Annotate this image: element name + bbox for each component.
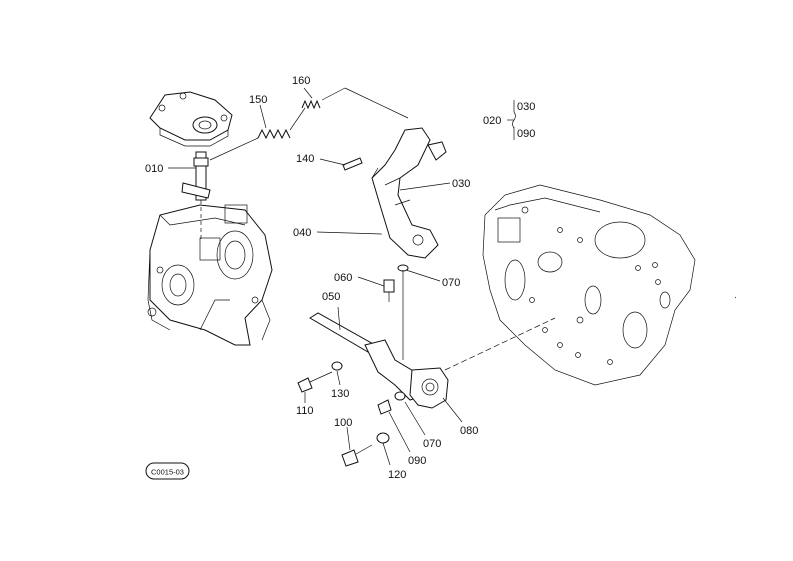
callout-110: 110 [296, 405, 314, 417]
spring-150 [209, 107, 306, 161]
governor-cover-plate [149, 91, 233, 147]
callout-090: 090 [408, 455, 426, 467]
callout-070-upper: 070 [442, 277, 460, 289]
washer-120 [376, 432, 390, 444]
callout-070-lower: 070 [423, 438, 441, 450]
lever-assembly-030-040 [371, 127, 447, 259]
callout-140: 140 [296, 153, 314, 165]
group-key-child-1: 030 [517, 101, 535, 113]
callout-080: 080 [460, 425, 478, 437]
group-key-parent: 020 [483, 115, 501, 127]
lower-lever-and-bracket-080 [364, 339, 449, 409]
bolt-100 [341, 444, 373, 467]
washer-070-lower [394, 391, 406, 401]
callout-160: 160 [292, 75, 310, 87]
callout-060: 060 [334, 272, 352, 284]
callout-010: 010 [145, 163, 163, 175]
callout-100: 100 [334, 417, 352, 429]
governor-shaft-010 [181, 151, 211, 240]
figure-code-badge [145, 462, 190, 480]
group-key-child-2: 090 [517, 128, 535, 140]
leader-lines [168, 87, 463, 466]
bolt-060 [383, 279, 395, 302]
bolt-110 [297, 371, 333, 393]
bolt-090 [377, 399, 392, 415]
callout-030: 030 [452, 178, 470, 190]
group-key-bracket [507, 100, 516, 140]
engine-block [444, 184, 737, 386]
callout-120: 120 [388, 469, 406, 481]
spring-160 [301, 87, 409, 119]
washer-130 [331, 361, 343, 371]
callout-150: 150 [249, 94, 267, 106]
callout-040: 040 [293, 227, 311, 239]
pin-140 [342, 157, 363, 171]
callout-050: 050 [322, 291, 340, 303]
figure-code: C0015-03 [151, 468, 184, 477]
gear-case-housing [147, 204, 273, 346]
callout-130: 130 [331, 388, 349, 400]
